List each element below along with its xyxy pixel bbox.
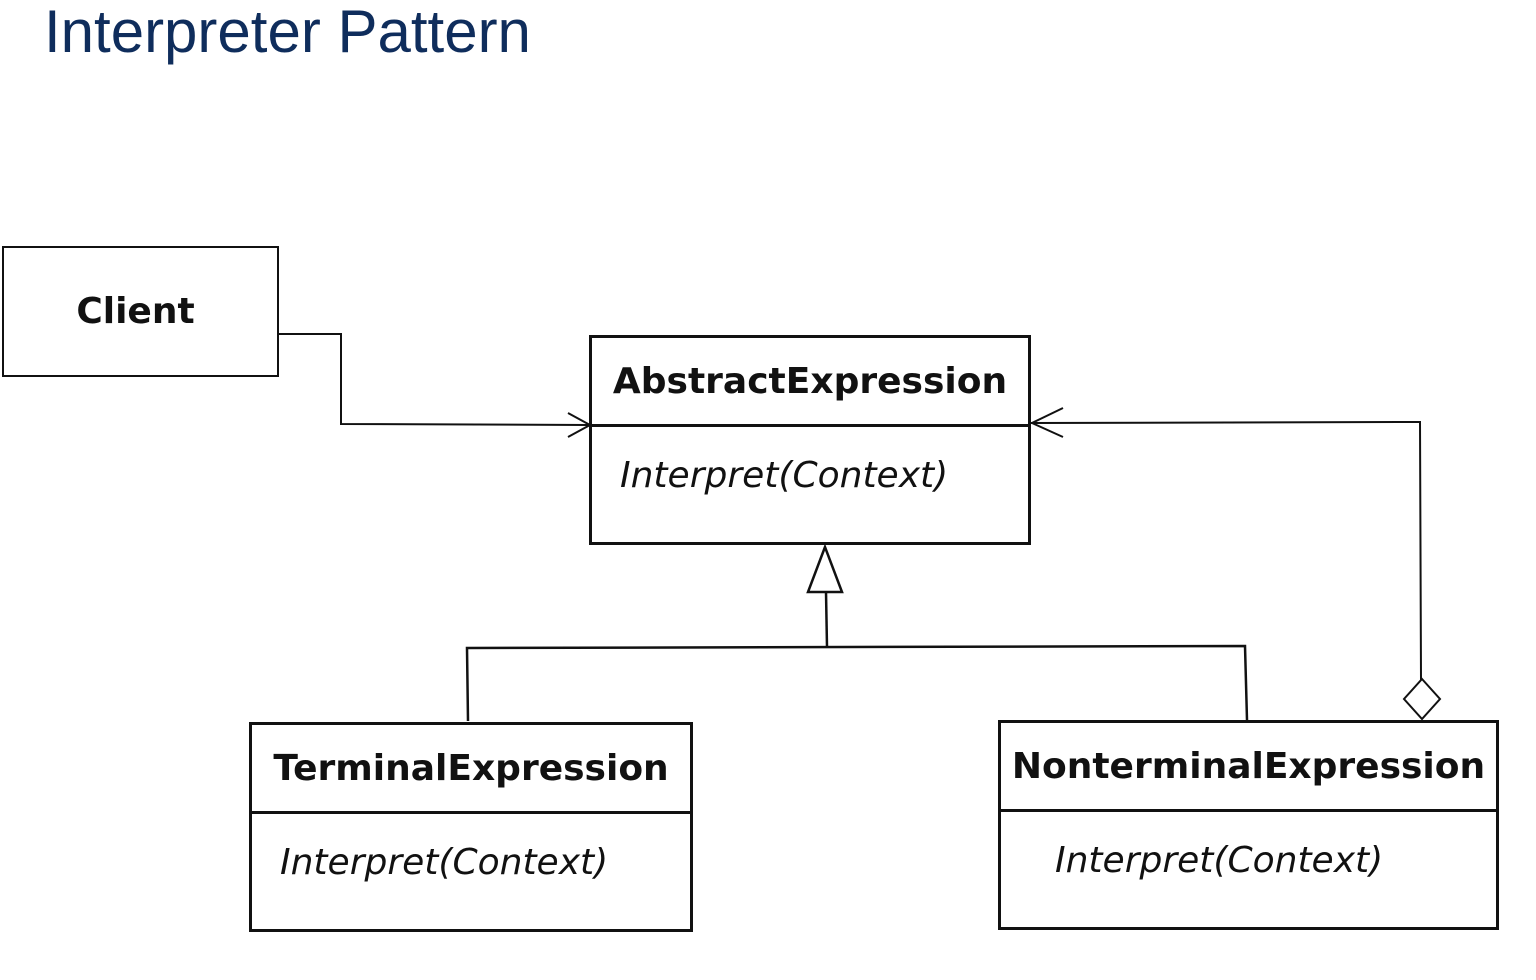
generalization-branch-line: [465, 644, 1249, 722]
aggregation-arrowhead: [1029, 407, 1064, 438]
nonterminal-expression-class-name: NonterminalExpression: [1011, 745, 1486, 787]
nonterminal-expression-class-box: NonterminalExpression Interpret(Context): [998, 720, 1499, 930]
generalization-stem: [824, 591, 829, 648]
aggregation-line: [1030, 420, 1422, 681]
client-association-line: [279, 333, 590, 426]
terminal-expression-operation: Interpret(Context): [252, 811, 690, 929]
terminal-expression-class-name: TerminalExpression: [273, 747, 669, 789]
aggregation-diamond: [1402, 677, 1442, 721]
nonterminal-expression-operation: Interpret(Context): [1001, 809, 1496, 927]
page-title: Interpreter Pattern: [44, 0, 531, 65]
generalization-triangle: [806, 543, 844, 594]
abstract-expression-class-box: AbstractExpression Interpret(Context): [589, 335, 1031, 545]
terminal-expression-class-box: TerminalExpression Interpret(Context): [249, 722, 693, 932]
client-class-box: Client: [2, 246, 279, 377]
abstract-expression-operation: Interpret(Context): [592, 424, 1028, 542]
client-class-name: Client: [76, 291, 195, 332]
abstract-expression-class-name: AbstractExpression: [612, 360, 1008, 402]
